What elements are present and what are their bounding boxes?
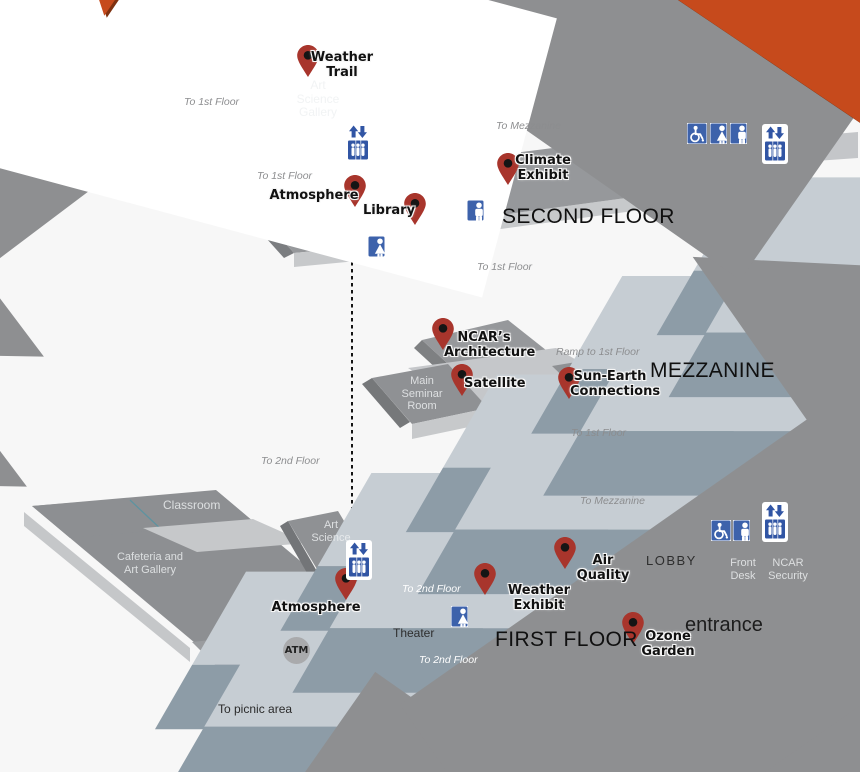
dir-to-2nd-floor-gray: To 2nd Floor: [261, 455, 320, 467]
label-lobby: LOBBY: [646, 553, 697, 568]
mens-restroom-icon-1f-east: [732, 519, 751, 545]
elevator-icon-2f-west: [345, 123, 371, 167]
seminar-room-front-face: [412, 408, 488, 439]
inner-hallway-strip: [143, 519, 307, 552]
label-climate-exhibit: Climate Exhibit: [515, 153, 571, 183]
elevator-icon-1f-west: [346, 540, 372, 584]
elevator-icon-1f-east: [762, 502, 788, 546]
dir-to-1st-floor-c: To 1st Floor: [477, 261, 533, 273]
dir-to-1st-floor-b: To 1st Floor: [257, 170, 313, 182]
label-ncars-architecture: NCAR’s Architecture: [444, 330, 536, 360]
wheelchair-accessible-icon-1f: [710, 519, 732, 545]
wheelchair-accessible-icon-2f: [686, 122, 708, 148]
label-front-desk: Front Desk: [730, 557, 756, 582]
label-atmosphere-1f: Atmosphere: [271, 600, 361, 615]
label-theater: Theater: [393, 626, 435, 640]
label-atmosphere-2f: Atmosphere: [269, 188, 359, 203]
dir-ramp-to-1st-floor: Ramp to 1st Floor: [556, 346, 640, 358]
label-air-quality: Air Quality: [576, 553, 630, 583]
dir-to-1st-floor-a: To 1st Floor: [184, 96, 240, 108]
label-ozone-garden: Ozone Garden: [641, 629, 695, 659]
label-satellite: Satellite: [464, 376, 526, 391]
elevator-icon-2f-east: [762, 124, 788, 168]
label-art-science-gallery: Art Science Gallery: [296, 78, 340, 119]
dir-to-1st-floor-mezz: To 1st Floor: [571, 427, 627, 439]
dir-to-mezzanine-2f: To Mezzanine: [496, 120, 561, 132]
label-sun-earth-connections: Sun-Earth Connections: [570, 369, 661, 399]
atm-marker: ATM: [283, 637, 310, 664]
dir-to-2nd-floor-white-bottom: To 2nd Floor: [419, 654, 478, 666]
label-library: Library: [362, 203, 416, 218]
entrance-label: entrance: [685, 614, 763, 636]
womens-restroom-icon-1f: [450, 605, 469, 631]
cafeteria-band-sw-face: [24, 512, 190, 662]
label-ncar-security: NCAR Security: [768, 557, 808, 582]
mens-restroom-icon-2f-east: [729, 122, 748, 148]
label-main-seminar-room: Main Seminar Room: [401, 375, 443, 412]
dir-to-picnic-area: To picnic area: [218, 702, 293, 716]
seminar-room-side-face: [362, 378, 410, 428]
first-floor-title: FIRST FLOOR: [495, 628, 638, 651]
label-classroom: Classroom: [163, 498, 221, 512]
label-weather-exhibit: Weather Exhibit: [507, 583, 571, 613]
classroom-divider-line: [129, 499, 165, 533]
womens-restroom-icon-2f-east: [709, 122, 728, 148]
label-cafeteria-art-gallery: Cafeteria and Art Gallery: [116, 551, 184, 576]
mens-restroom-icon-2f: [466, 199, 485, 225]
label-art-science-1f: Art Science: [311, 519, 351, 544]
womens-restroom-icon-2f: [367, 235, 386, 261]
dir-to-2nd-floor-white-mid: To 2nd Floor: [402, 583, 461, 595]
label-weather-trail: Weather Trail: [310, 50, 374, 80]
dir-to-mezzanine-1f: To Mezzanine: [580, 495, 645, 507]
mezzanine-title: MEZZANINE: [650, 359, 775, 382]
second-floor-title: SECOND FLOOR: [502, 205, 675, 228]
